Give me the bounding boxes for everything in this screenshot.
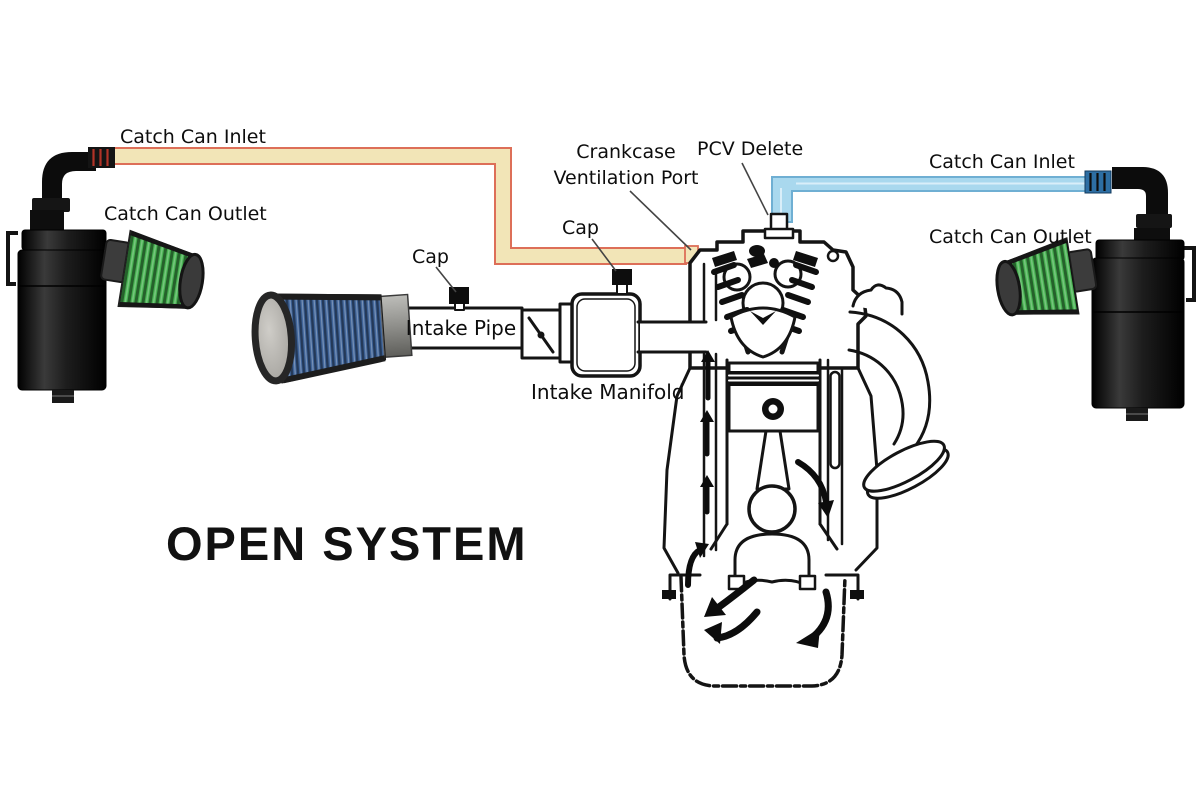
label-catch-can-inlet-left: Catch Can Inlet	[120, 126, 266, 148]
piston-assembly	[727, 361, 820, 591]
pcv-delete-fitting	[763, 212, 795, 240]
catch-can-left	[6, 147, 205, 403]
oil-pan	[662, 573, 864, 688]
label-cap-intake-pipe: Cap	[412, 246, 449, 268]
label-cap-intake-manifold: Cap	[562, 217, 599, 239]
label-catch-can-outlet-left: Catch Can Outlet	[104, 203, 267, 225]
label-intake-manifold: Intake Manifold	[531, 380, 685, 404]
catch-can-inlet-hose-right	[771, 176, 1091, 223]
label-catch-can-inlet-right: Catch Can Inlet	[929, 151, 1075, 173]
intake-manifold	[570, 269, 642, 378]
label-crankcase-line1: Crankcase	[576, 141, 676, 163]
label-crankcase-ventilation-port: Crankcase Ventilation Port	[544, 139, 708, 191]
catch-can-right	[995, 167, 1196, 421]
inlet-hose-left-path	[95, 147, 687, 265]
intake-runner	[636, 320, 708, 354]
black-bands	[1089, 173, 1106, 191]
label-crankcase-line2: Ventilation Port	[553, 167, 699, 189]
leader-lines	[435, 162, 769, 293]
leader-pcv-delete	[741, 162, 769, 216]
engine-cross-section	[398, 212, 950, 688]
cap-on-intake-pipe	[449, 287, 469, 304]
exhaust-outlet	[847, 283, 950, 500]
breather-filter-right	[995, 237, 1098, 317]
label-intake-pipe: Intake Pipe	[405, 316, 517, 340]
mount-bracket-right	[1184, 246, 1196, 302]
cap-on-intake-manifold	[612, 269, 632, 285]
can-body-left	[17, 249, 107, 391]
label-pcv-delete: PCV Delete	[697, 138, 804, 160]
air-filter-pleats	[276, 294, 386, 383]
engine-block	[662, 358, 879, 575]
intake-pipe	[398, 287, 524, 350]
leader-crankcase-vent	[629, 190, 692, 251]
breather-filter-left	[100, 229, 205, 310]
can-body-right	[1091, 257, 1185, 409]
red-bands	[92, 149, 109, 166]
valvetrain	[711, 245, 840, 359]
leader-cap-pipe	[435, 266, 457, 293]
combustion-chamber	[729, 306, 797, 359]
label-catch-can-outlet-right: Catch Can Outlet	[929, 226, 1092, 248]
diagram-title: OPEN SYSTEM	[166, 517, 528, 570]
mount-bracket-left	[6, 231, 18, 286]
air-filter	[251, 291, 413, 385]
flow-arrows	[685, 350, 834, 648]
throttle-body	[520, 302, 574, 364]
leader-cap-manifold	[591, 238, 617, 272]
air-filter-end-cap	[251, 291, 295, 385]
